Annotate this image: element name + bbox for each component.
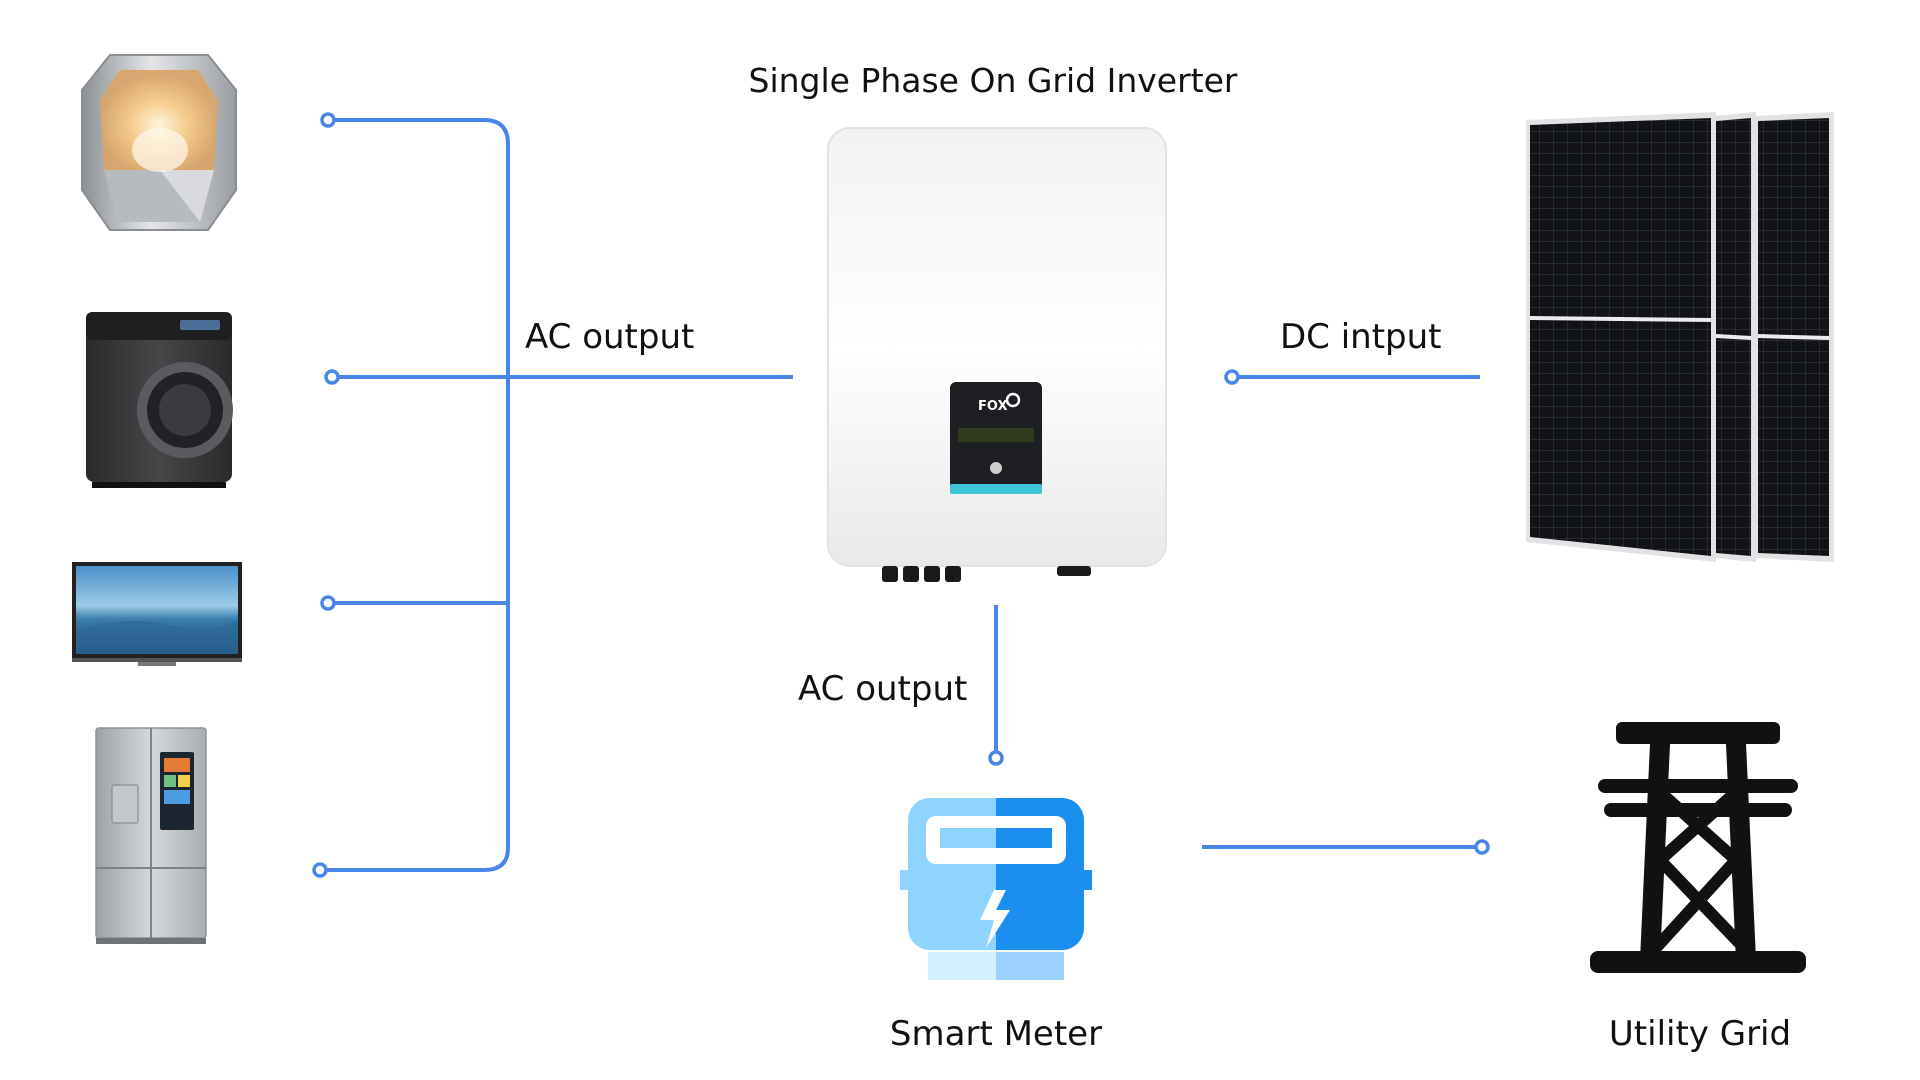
smart-meter-label: Smart Meter: [890, 1014, 1102, 1054]
grid-connector-dot: [1474, 839, 1490, 855]
washing-machine-icon: [86, 312, 233, 488]
ac-output-meter-label: AC output: [798, 669, 967, 709]
lamp-icon: [81, 54, 237, 231]
dc-input-label: DC intput: [1280, 317, 1442, 357]
utility-grid-label: Utility Grid: [1609, 1014, 1791, 1054]
television-icon: [72, 562, 242, 666]
utility-grid-tower-icon: [1590, 722, 1806, 973]
lamp-connector-dot: [320, 112, 336, 128]
appliance-bus-wiring: [320, 118, 793, 872]
fridge-connector-dot: [312, 862, 328, 878]
washer-connector-dot: [324, 369, 340, 385]
ac-output-loads-label: AC output: [525, 317, 694, 357]
dc-connector-dot: [1224, 369, 1240, 385]
meter-connector-dot: [988, 750, 1004, 766]
solar-panels-icon: [1526, 112, 1834, 562]
fox-logo-icon: [1005, 392, 1021, 408]
inverter-icon: FOX: [827, 127, 1167, 582]
inverter-button-icon: [990, 462, 1002, 474]
tv-connector-dot: [320, 595, 336, 611]
smart-meter-icon: [900, 798, 1092, 980]
inverter-display: [958, 428, 1034, 442]
refrigerator-icon: [95, 727, 207, 944]
inverter-brand: FOX: [978, 399, 1008, 414]
diagram-title: Single Phase On Grid Inverter: [749, 61, 1238, 100]
